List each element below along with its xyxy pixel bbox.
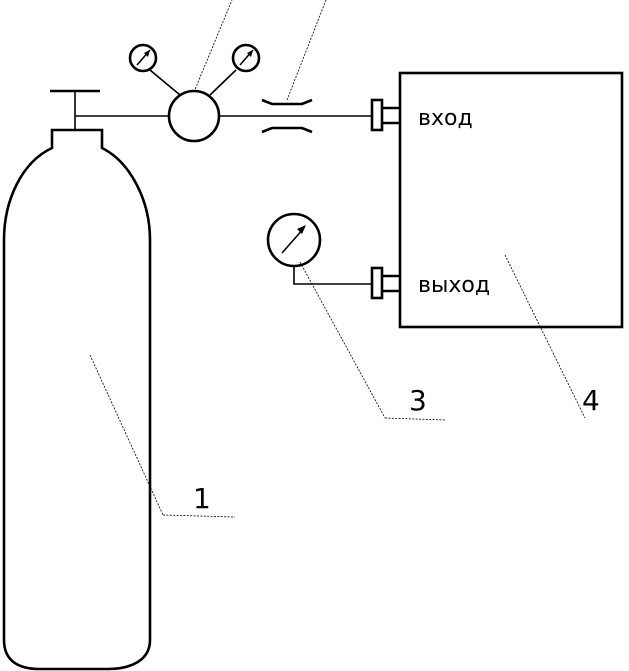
outlet-gauge-pipe — [293, 266, 372, 285]
gauge-leader-line — [299, 261, 386, 419]
callout-4: 4 — [582, 384, 600, 417]
cylinder-body — [2, 128, 152, 671]
pressure-gauge-icon — [231, 43, 261, 73]
pressure-regulator — [128, 43, 261, 143]
pressure-gauge-icon — [128, 43, 158, 73]
chamber-leader-line — [504, 254, 586, 419]
outlet-label: выход — [418, 273, 490, 298]
regulator-gauge-right — [231, 43, 261, 73]
throttle-leader-line — [286, 0, 327, 101]
gas-cylinder — [2, 89, 170, 671]
outlet-gauge — [266, 212, 372, 285]
regulator-gauge-stem-right — [209, 69, 237, 96]
inlet-fitting-flange — [370, 98, 384, 132]
test-chamber — [370, 71, 624, 329]
cylinder-leader-line — [89, 354, 164, 516]
outlet-fitting-flange — [370, 266, 384, 300]
callout-1: 1 — [193, 482, 211, 515]
throttle-orifice-icon — [261, 98, 313, 134]
pressure-regulator-icon — [167, 89, 221, 143]
regulator-gauge-left — [128, 43, 158, 73]
regulator-leader-line — [193, 0, 233, 93]
test-chamber-icon — [398, 71, 624, 329]
inlet-label: вход — [418, 106, 473, 131]
callout-3: 3 — [409, 384, 427, 417]
regulator-gauge-stem-left — [149, 69, 181, 96]
